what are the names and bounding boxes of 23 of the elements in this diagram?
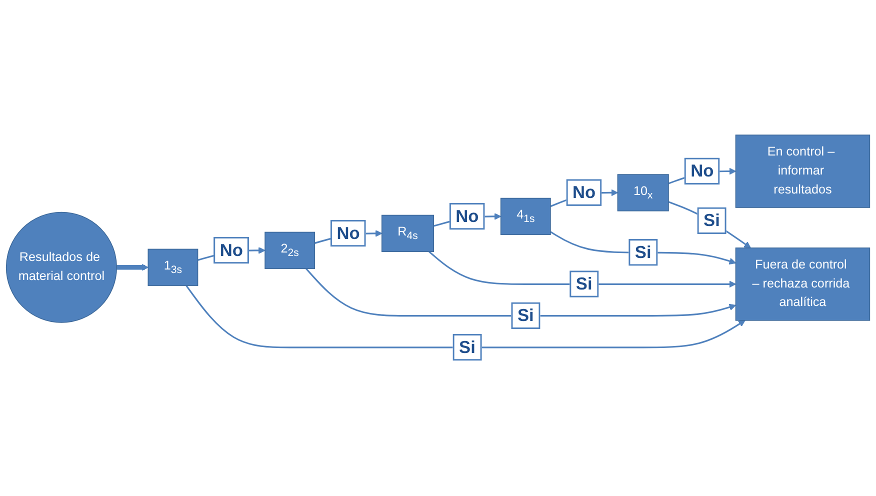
node-box: 1$_{3s}$ bbox=[148, 248, 198, 286]
edge-label: No bbox=[220, 240, 243, 260]
edge-label: Si bbox=[704, 210, 720, 230]
arrow bbox=[186, 285, 746, 348]
edge-label: Si bbox=[634, 242, 652, 262]
node-circle: Resultados de material control bbox=[6, 212, 118, 323]
arrow bbox=[116, 264, 148, 271]
edge-label: No bbox=[456, 206, 479, 226]
edge-label: No bbox=[572, 182, 596, 202]
arrow bbox=[668, 201, 751, 248]
node-box: En control – informar resultados bbox=[735, 134, 870, 208]
arrow bbox=[428, 251, 736, 288]
edge-label: Si bbox=[517, 305, 534, 326]
edge-label: No bbox=[690, 160, 714, 181]
node-box: 4$_{1s}$ bbox=[500, 198, 551, 236]
node-box: Fuera de control – rechaza corrida analítica bbox=[735, 248, 870, 321]
node-box: 10$_{x}$ bbox=[617, 174, 669, 212]
edge-label: Si bbox=[459, 337, 476, 357]
node-box: R$_{4s}$ bbox=[381, 214, 434, 252]
arrow bbox=[306, 268, 736, 317]
edge-label: No bbox=[336, 223, 360, 243]
edge-label: Si bbox=[576, 274, 592, 294]
node-box: 2$_{2s}$ bbox=[264, 232, 316, 269]
